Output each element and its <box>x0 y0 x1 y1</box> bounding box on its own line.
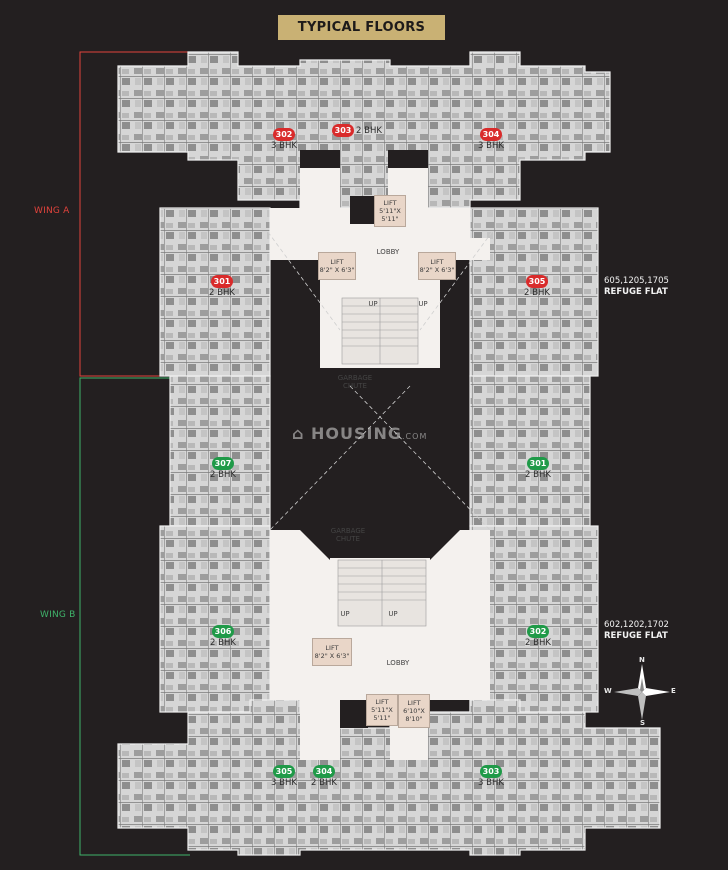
right-unit-column <box>469 207 599 713</box>
unit-type: 2 BHK <box>210 638 236 648</box>
refuge-flat-label: REFUGE FLAT <box>604 287 668 297</box>
wing-a-bracket <box>79 51 190 377</box>
left-unit-column <box>159 207 271 713</box>
lift-small-b: LIFT 5'11"X 5'11" <box>366 694 398 726</box>
unit-number-badge: 302 <box>273 128 295 141</box>
lift-left-a: LIFT 8'2" X 6'3" <box>318 252 356 280</box>
unit-number-badge: 305 <box>273 765 295 778</box>
unit-number-badge: 301 <box>211 275 233 288</box>
unit-type: 2 BHK <box>311 778 337 788</box>
lobby-label-a: LOBBY <box>376 248 400 256</box>
refuge-note-wing-b: 602,1202,1702 REFUGE FLAT <box>604 620 669 642</box>
lift-size: 8'2" X 6'3" <box>314 652 350 660</box>
watermark-text: HOUSING <box>311 424 403 443</box>
lobby-label-b: LOBBY <box>386 659 410 667</box>
watermark-suffix: .COM <box>402 432 428 441</box>
stair-up-label: UP <box>388 610 398 618</box>
unit-type: 2 BHK <box>525 638 551 648</box>
sight-lines <box>267 231 493 531</box>
garbage-chute-label-a: GARBAGE CHUTE <box>337 374 373 390</box>
unit-type: 2 BHK <box>525 470 551 480</box>
stair-up-label: UP <box>340 610 350 618</box>
unit-type: 2 BHK <box>209 288 235 298</box>
compass-rose: N S E W <box>604 656 678 728</box>
compass-east: E <box>671 687 676 695</box>
unit-type: 3 BHK <box>271 778 297 788</box>
unit-type: 2 BHK <box>210 470 236 480</box>
refuge-flat-numbers: 605,1205,1705 <box>604 276 669 286</box>
lift-size: 8'2" X 6'3" <box>319 266 355 274</box>
lift-small-a: LIFT 5'11"X 5'11" <box>374 195 406 227</box>
lift-label: LIFT <box>330 258 344 266</box>
stair-up-label: UP <box>418 300 428 308</box>
wing-b-label: WING B <box>40 610 76 620</box>
unit-type: 2 BHK <box>356 126 382 136</box>
refuge-flat-label: REFUGE FLAT <box>604 631 668 641</box>
unit-type: 2 BHK <box>524 288 550 298</box>
unit-number-badge: 305 <box>526 275 548 288</box>
wing-a-label: WING A <box>34 206 70 216</box>
watermark-home-icon: ⌂ <box>292 424 305 443</box>
lift-label: LIFT <box>383 199 397 207</box>
lift-size: 5'11"X 5'11" <box>379 207 401 223</box>
page-title: TYPICAL FLOORS <box>278 15 445 40</box>
unit-type: 3 BHK <box>478 141 504 151</box>
lift-label: LIFT <box>430 258 444 266</box>
unit-number-badge: 303 <box>480 765 502 778</box>
compass-icon <box>614 664 670 720</box>
unit-number-badge: 301 <box>527 457 549 470</box>
corridors <box>270 168 490 760</box>
lift-b: LIFT 8'2" X 6'3" <box>312 638 352 666</box>
compass-north: N <box>639 656 645 664</box>
compass-west: W <box>604 687 612 695</box>
unit-type: 3 BHK <box>271 141 297 151</box>
wing-b-bracket <box>79 377 190 856</box>
unit-number-badge: 304 <box>313 765 335 778</box>
lift-label: LIFT <box>375 698 389 706</box>
lift-size: 6'10"X 8'10" <box>403 707 425 723</box>
lift-size: 5'11"X 5'11" <box>371 706 393 722</box>
refuge-note-wing-a: 605,1205,1705 REFUGE FLAT <box>604 276 669 298</box>
staircase-b <box>337 559 427 627</box>
unit-number-badge: 302 <box>527 625 549 638</box>
lift-label: LIFT <box>325 644 339 652</box>
lift-label: LIFT <box>407 699 421 707</box>
lift-size: 8'2" X 6'3" <box>419 266 455 274</box>
lift-right-a: LIFT 8'2" X 6'3" <box>418 252 456 280</box>
unit-type: 3 BHK <box>478 778 504 788</box>
compass-south: S <box>640 719 646 727</box>
unit-number-badge: 306 <box>212 625 234 638</box>
staircase-a <box>341 297 419 365</box>
garbage-chute-label-b: GARBAGE CHUTE <box>330 527 366 543</box>
refuge-flat-numbers: 602,1202,1702 <box>604 620 669 630</box>
housing-watermark: ⌂ HOUSING.COM <box>292 424 427 443</box>
unit-number-badge: 307 <box>212 457 234 470</box>
unit-number-badge: 303 <box>332 124 354 137</box>
lift-large-b: LIFT 6'10"X 8'10" <box>398 694 430 728</box>
unit-number-badge: 304 <box>480 128 502 141</box>
stair-up-label: UP <box>368 300 378 308</box>
